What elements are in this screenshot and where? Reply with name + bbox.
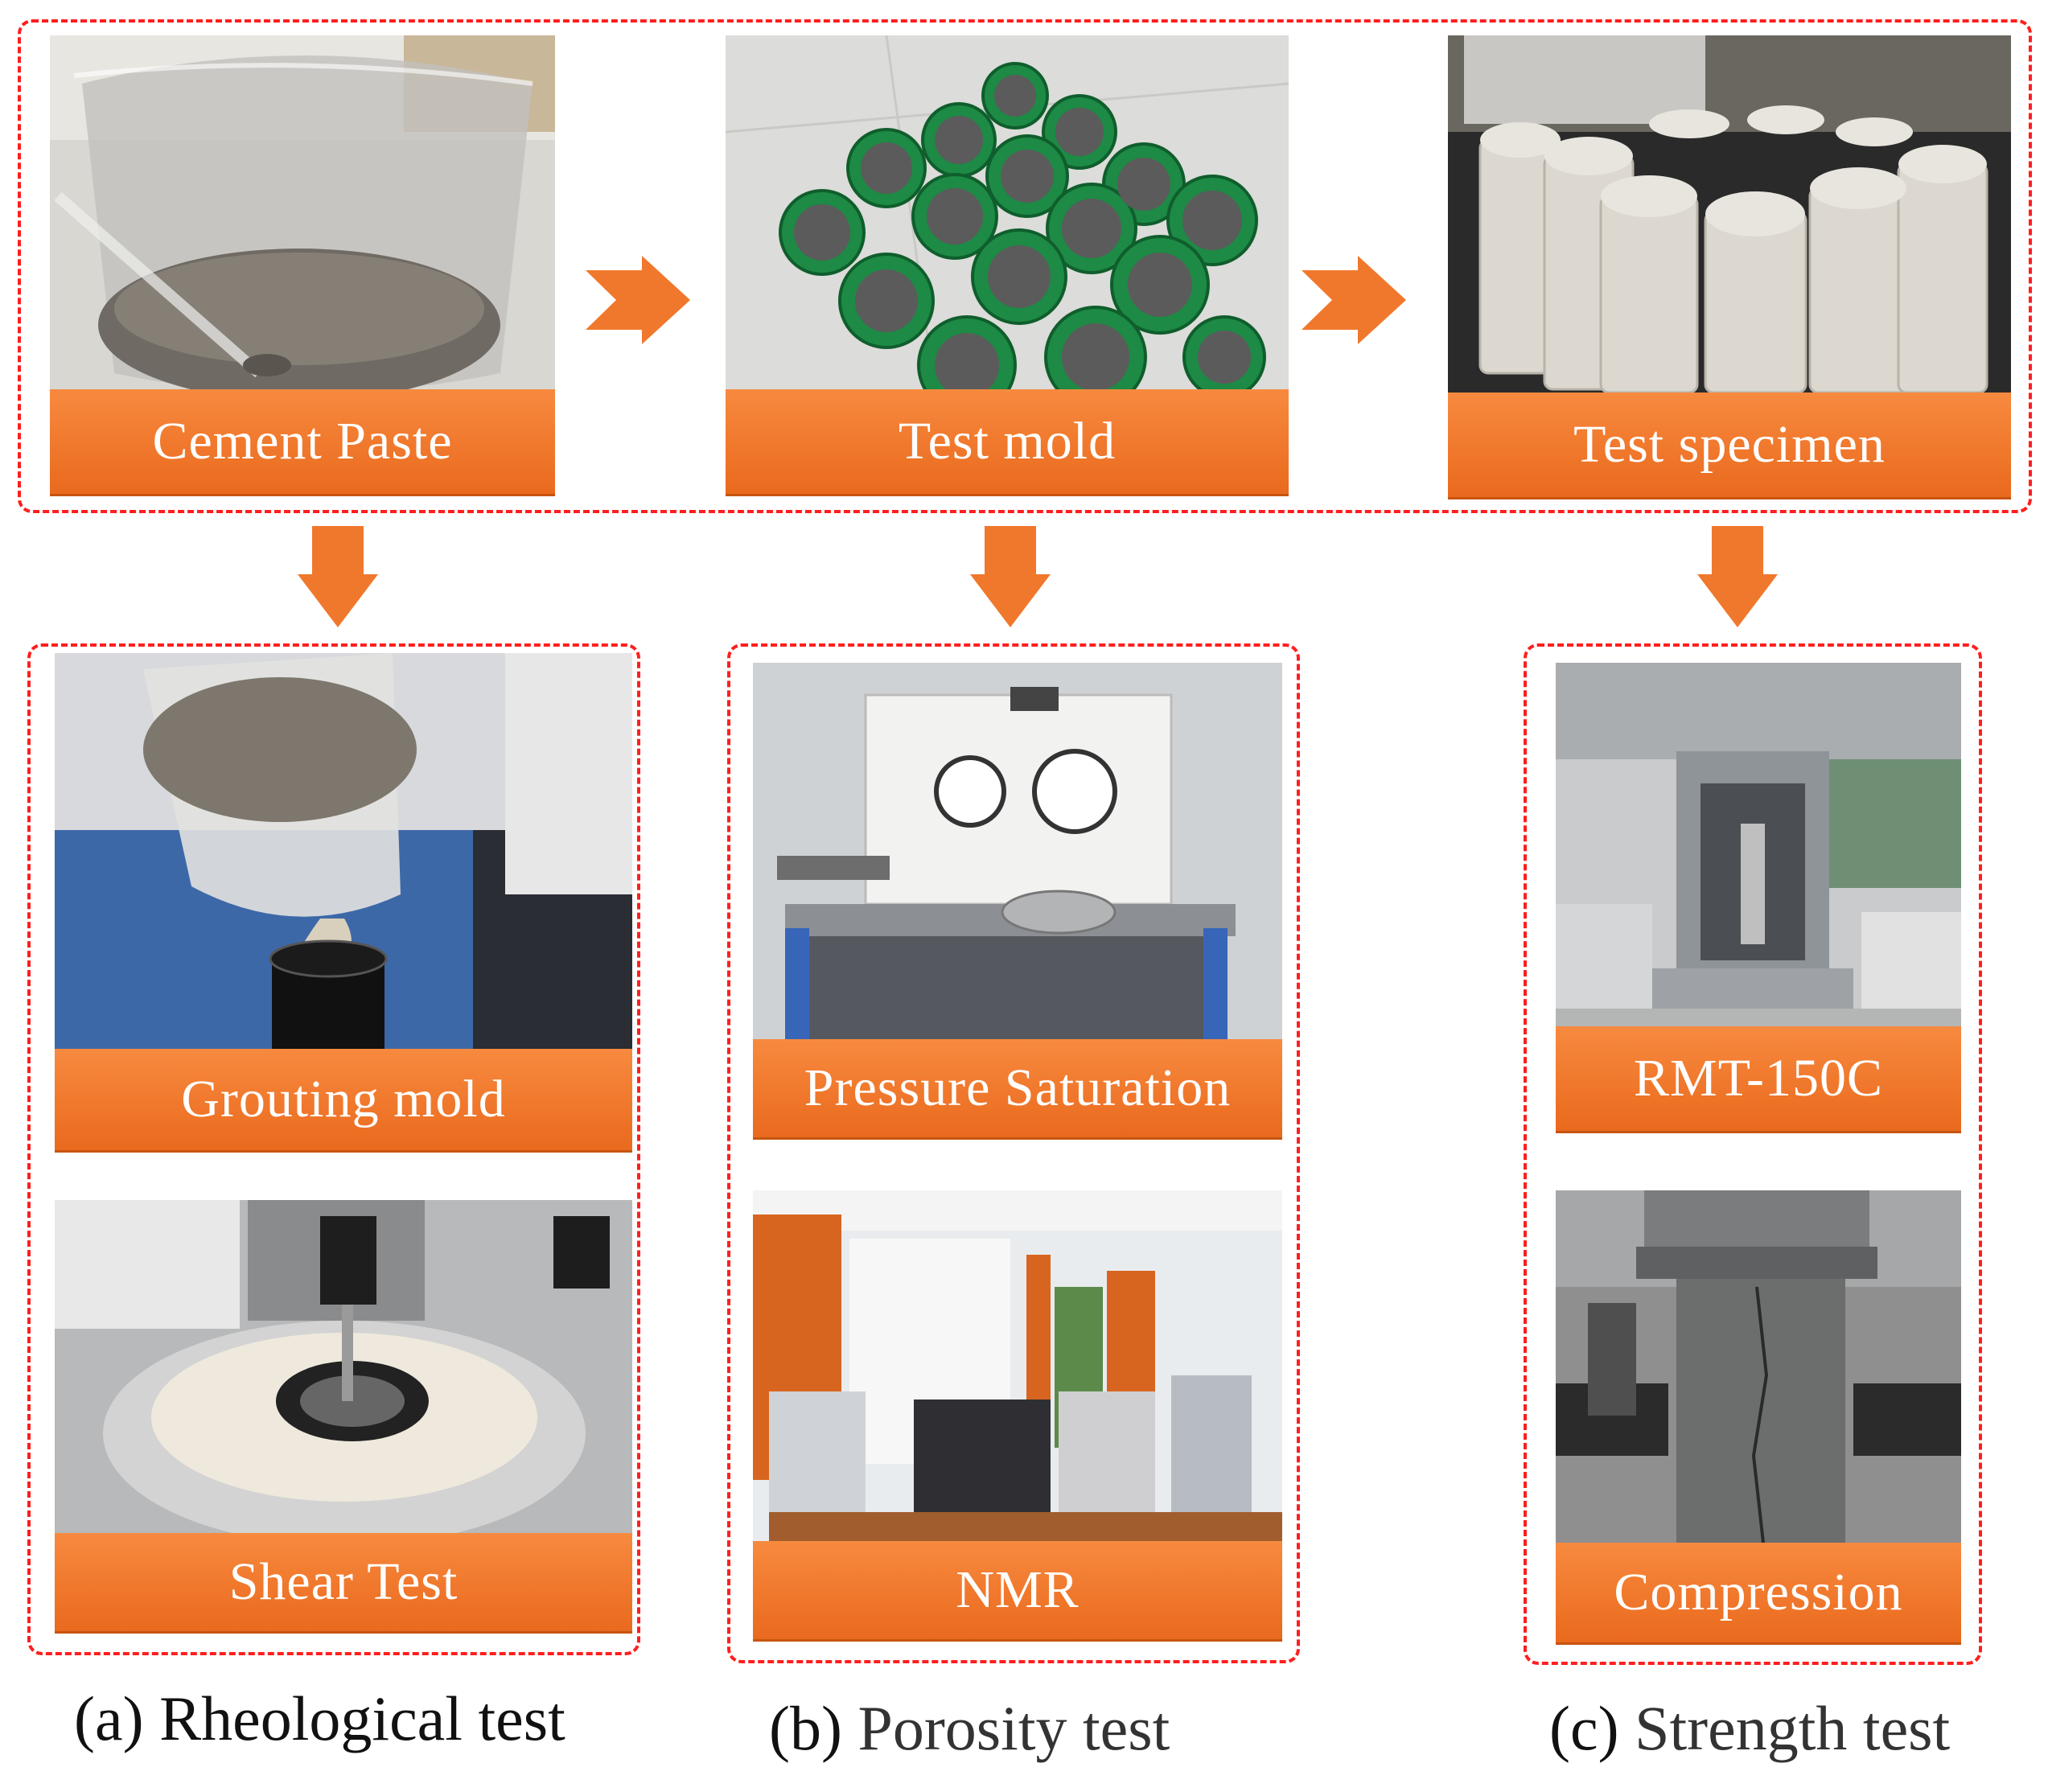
caption-prefix: (b)	[769, 1693, 842, 1763]
compression-label: Compression	[1556, 1543, 1961, 1642]
cement-paste-photo	[50, 35, 555, 389]
arrow-right-icon	[1302, 256, 1406, 344]
grouting-mold-label: Grouting mold	[55, 1049, 632, 1150]
rmt-150c-photo	[1556, 663, 1961, 1026]
caption-strength-test: (c) Strength test	[1549, 1692, 1950, 1765]
nmr-label: NMR	[753, 1541, 1282, 1639]
test-specimen-label: Test specimen	[1448, 393, 2011, 497]
grouting-mold-photo	[55, 653, 632, 1049]
compression-photo	[1556, 1190, 1961, 1543]
caption-prefix: (c)	[1549, 1693, 1619, 1763]
test-mold-label: Test mold	[726, 389, 1289, 494]
caption-porosity-test: (b) Porosity test	[769, 1692, 1170, 1765]
caption-text: Porosity test	[857, 1693, 1170, 1763]
caption-prefix: (a)	[74, 1683, 144, 1753]
porosity-test-frame	[727, 643, 1300, 1663]
arrow-down-icon	[970, 526, 1051, 627]
pressure-saturation-label: Pressure Saturation	[753, 1039, 1282, 1137]
rmt-150c-label: RMT-150C	[1556, 1026, 1961, 1131]
rheological-test-frame	[27, 643, 640, 1655]
caption-rheological-test: (a) Rheological test	[74, 1683, 565, 1755]
shear-test-photo	[55, 1200, 632, 1533]
pressure-saturation-photo	[753, 663, 1282, 1039]
arrow-down-icon	[1697, 526, 1778, 627]
arrow-down-icon	[298, 526, 378, 627]
caption-text: Strength test	[1635, 1693, 1951, 1763]
caption-text: Rheological test	[159, 1683, 565, 1753]
test-specimen-photo	[1448, 35, 2011, 393]
workflow-frame	[18, 19, 2032, 513]
cement-paste-label: Cement Paste	[50, 389, 555, 494]
arrow-right-icon	[586, 256, 690, 344]
test-mold-photo	[726, 35, 1289, 389]
nmr-photo	[753, 1190, 1282, 1541]
shear-test-label: Shear Test	[55, 1533, 632, 1631]
strength-test-frame	[1524, 643, 1982, 1665]
